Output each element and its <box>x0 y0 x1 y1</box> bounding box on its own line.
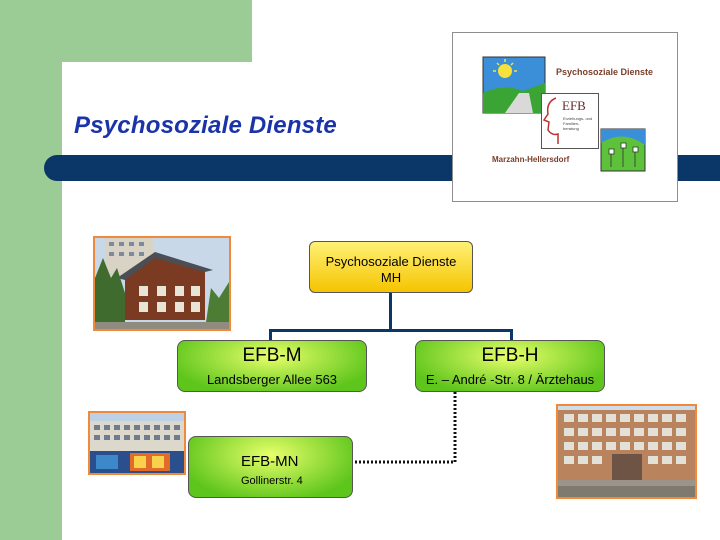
logo-sun-landscape-icon <box>482 56 646 172</box>
decor-green-band-left <box>0 0 62 540</box>
logo-panel: Psychosoziale Dienste EFB Erziehungs- un… <box>452 32 678 202</box>
logo-district: Marzahn-Hellersdorf <box>492 155 570 164</box>
photo-building-m-image <box>95 238 229 329</box>
slide-title: Psychosoziale Dienste <box>74 112 337 139</box>
connector-right-drop <box>510 329 513 341</box>
node-efb-h-title: EFB-H <box>481 345 539 366</box>
photo-building-mn-image <box>90 413 184 473</box>
logo-efb-label: EFB <box>562 98 586 113</box>
connector-top-vertical <box>389 293 392 331</box>
node-efb-h: EFB-H E. – André -Str. 8 / Ärztehaus <box>415 340 605 392</box>
node-efb-m-address: Landsberger Allee 563 <box>206 372 338 387</box>
node-efb-mn-address: Gollinerstr. 4 <box>241 475 303 487</box>
node-top-line1: Psychosoziale Dienste <box>325 254 457 269</box>
node-efb-m-title: EFB-M <box>242 345 302 366</box>
photo-building-h <box>556 404 697 499</box>
photo-building-mn <box>88 411 186 475</box>
node-efb-m: EFB-M Landsberger Allee 563 <box>177 340 367 392</box>
node-top-line2: MH <box>380 270 402 285</box>
photo-building-m <box>93 236 231 331</box>
photo-building-h-image <box>558 406 695 497</box>
node-psychosoziale-dienste-mh: Psychosoziale Dienste MH <box>309 241 473 293</box>
connector-left-drop <box>269 329 272 341</box>
logo-title: Psychosoziale Dienste <box>556 67 654 77</box>
connector-horizontal <box>270 329 513 332</box>
logo-efb-card: EFB Erziehungs- und Familien- beratung <box>541 93 599 149</box>
node-efb-mn: EFB-MN Gollinerstr. 4 <box>188 436 353 498</box>
decor-white-corner <box>62 62 142 142</box>
node-efb-mn-title: EFB-MN <box>241 453 299 470</box>
logo-profile-icon <box>542 97 559 144</box>
logo-efb-subtext: Erziehungs- und Familien- beratung <box>563 116 593 131</box>
node-efb-h-address: E. – André -Str. 8 / Ärztehaus <box>425 372 595 387</box>
